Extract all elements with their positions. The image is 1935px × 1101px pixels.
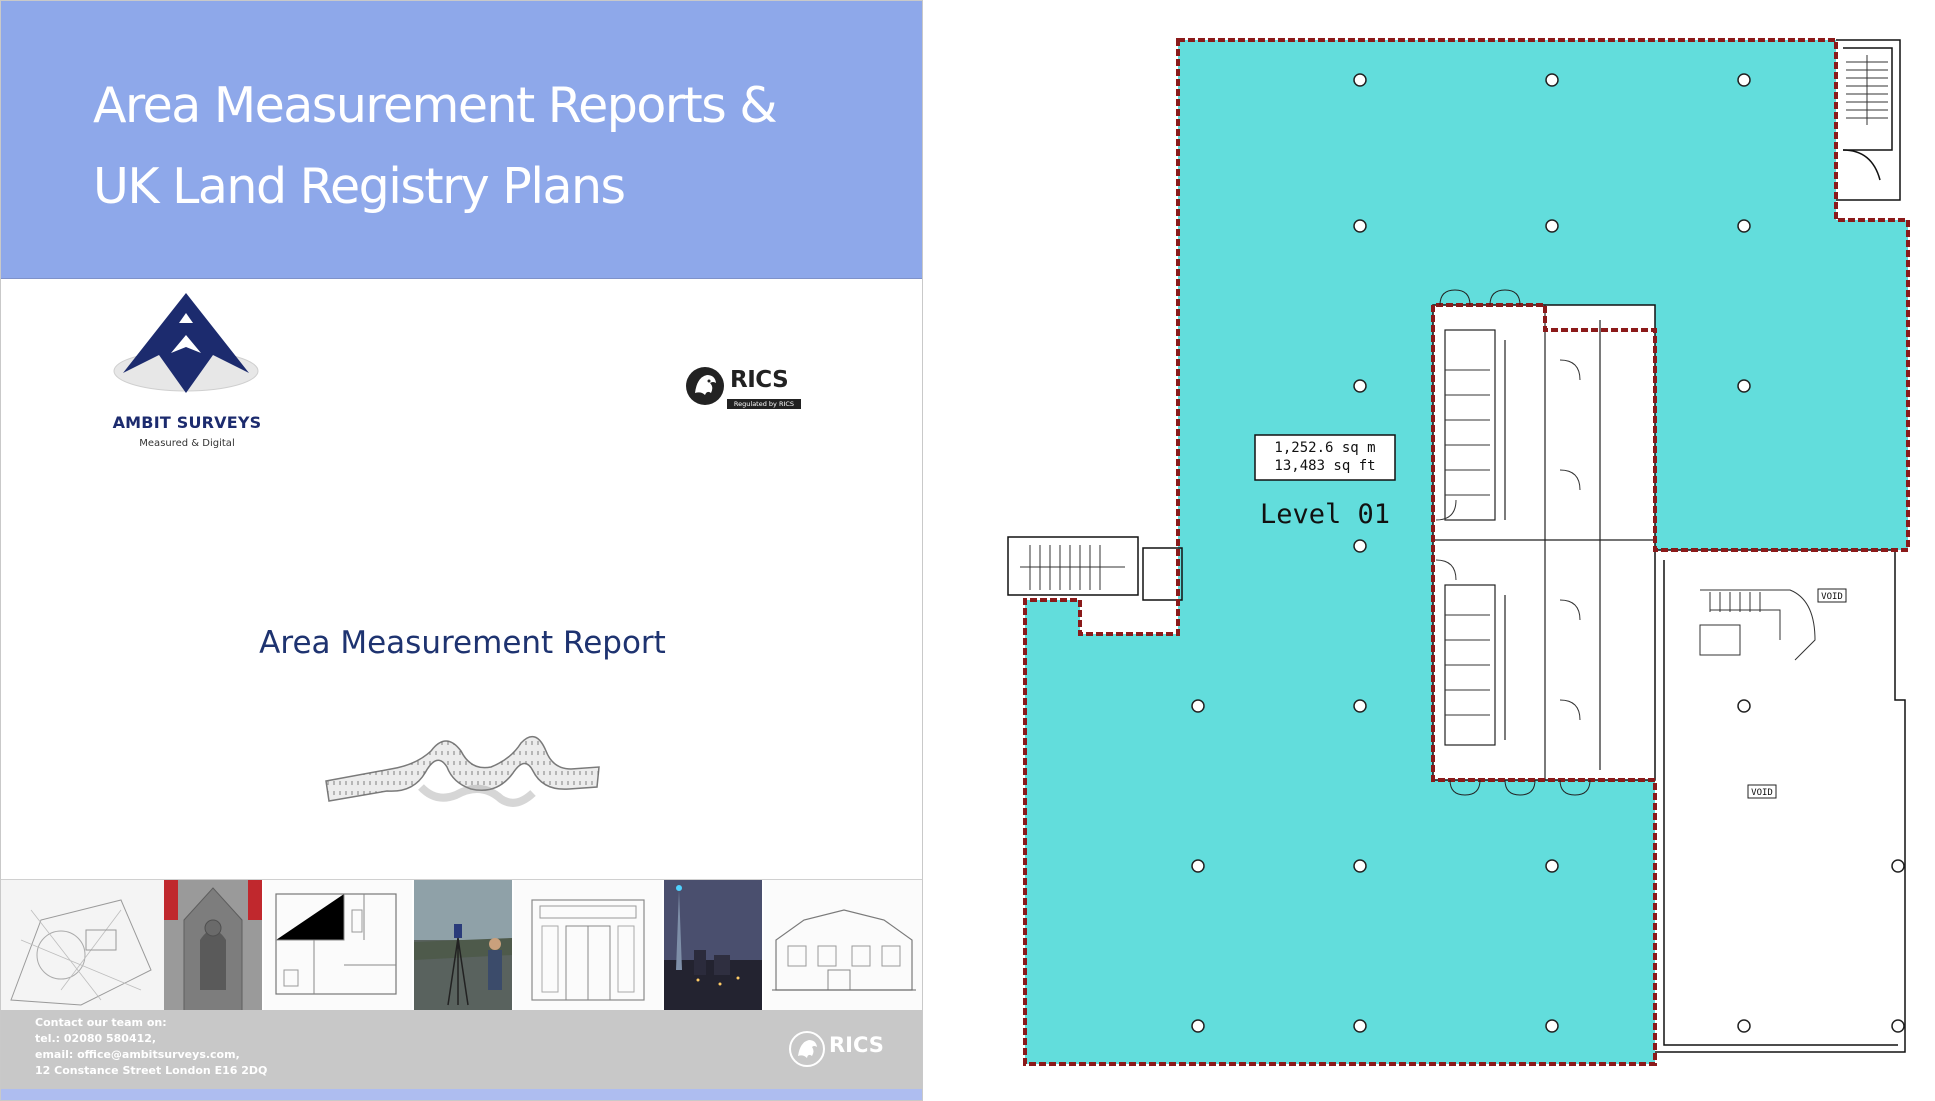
rics-wordmark: RICS — [730, 367, 789, 393]
floor-plan-thumbnail — [264, 880, 412, 1011]
measured-area-boundary — [1023, 38, 1910, 1066]
column — [1191, 699, 1205, 713]
rics-lion-icon — [686, 367, 724, 405]
stair-left — [1020, 545, 1125, 590]
column — [1737, 219, 1751, 233]
column — [1545, 859, 1559, 873]
contact-email: email: office@ambitsurveys.com, — [35, 1048, 240, 1061]
measured-area — [1025, 40, 1908, 1064]
core-partitions — [1433, 305, 1655, 780]
column — [1353, 859, 1367, 873]
footer-rics-wordmark: RICS — [829, 1033, 884, 1057]
rics-regulated-label: Regulated by RICS — [727, 399, 801, 409]
column — [1545, 1019, 1559, 1033]
company-tagline: Measured & Digital — [139, 438, 235, 449]
column — [1545, 73, 1559, 87]
column — [1737, 699, 1751, 713]
column — [1737, 1019, 1751, 1033]
column — [1353, 73, 1367, 87]
company-name: AMBIT SURVEYS — [112, 413, 262, 432]
void-labels: VOID VOID — [1747, 588, 1847, 799]
column — [1191, 859, 1205, 873]
spiral-stair — [1699, 589, 1816, 661]
cover-footer — [1, 1010, 922, 1089]
report-title: Area Measurement Report — [259, 625, 666, 661]
column — [1891, 1019, 1905, 1033]
contact-details: Contact our team on: tel.: 02080 580412,… — [35, 1015, 267, 1079]
column — [1737, 379, 1751, 393]
column — [1353, 379, 1367, 393]
footer-rics-logo: RICS — [787, 1029, 897, 1069]
contact-phone: tel.: 02080 580412, — [35, 1032, 157, 1045]
measuring-tape-illustration — [325, 735, 600, 807]
column — [1353, 539, 1367, 553]
column — [1353, 699, 1367, 713]
cover-title-line-1: Area Measurement Reports & — [93, 77, 778, 134]
void-label: VOID — [1821, 592, 1843, 602]
cover-title: Area Measurement Reports & UK Land Regis… — [93, 65, 893, 227]
column — [1353, 219, 1367, 233]
cover-header-band: Area Measurement Reports & UK Land Regis… — [1, 1, 922, 279]
city-skyline-photo-thumbnail — [664, 880, 762, 1011]
rics-lion-icon — [789, 1031, 825, 1067]
laser-scanner-photo-thumbnail — [414, 880, 512, 1011]
column — [1191, 1019, 1205, 1033]
door-swings — [1439, 289, 1591, 796]
stair-top-right — [1846, 55, 1888, 125]
church-photo-thumbnail — [164, 880, 262, 1011]
structural-columns — [1191, 73, 1905, 1033]
floor-plan: 1,252.6 sq m 13,483 sq ft Level 01 VOID … — [1007, 38, 1910, 1066]
area-sq-ft: 13,483 sq ft — [1274, 458, 1375, 474]
rics-badge: RICS Regulated by RICS — [683, 361, 803, 413]
level-label: Level 01 — [1260, 499, 1390, 530]
column — [1891, 859, 1905, 873]
column — [1545, 219, 1559, 233]
column — [1353, 1019, 1367, 1033]
contact-heading: Contact our team on: — [35, 1016, 167, 1029]
area-label: 1,252.6 sq m 13,483 sq ft — [1254, 434, 1396, 481]
area-sq-m: 1,252.6 sq m — [1274, 440, 1375, 456]
column — [1737, 73, 1751, 87]
contact-address: 12 Constance Street London E16 2DQ — [35, 1064, 268, 1077]
ambit-surveys-logo — [113, 293, 259, 393]
door-elevation-thumbnail — [514, 880, 662, 1011]
report-cover: Area Measurement Reports & UK Land Regis… — [0, 0, 923, 1101]
building-core — [1432, 304, 1656, 781]
site-plan-thumbnail — [1, 880, 164, 1011]
toilet-cubicles — [1435, 359, 1581, 721]
photo-strip — [1, 879, 922, 1011]
building-elevation-thumbnail — [764, 880, 922, 1011]
cover-title-line-2: UK Land Registry Plans — [93, 158, 626, 215]
cover-bottom-band — [1, 1089, 922, 1100]
void-label: VOID — [1751, 788, 1773, 798]
